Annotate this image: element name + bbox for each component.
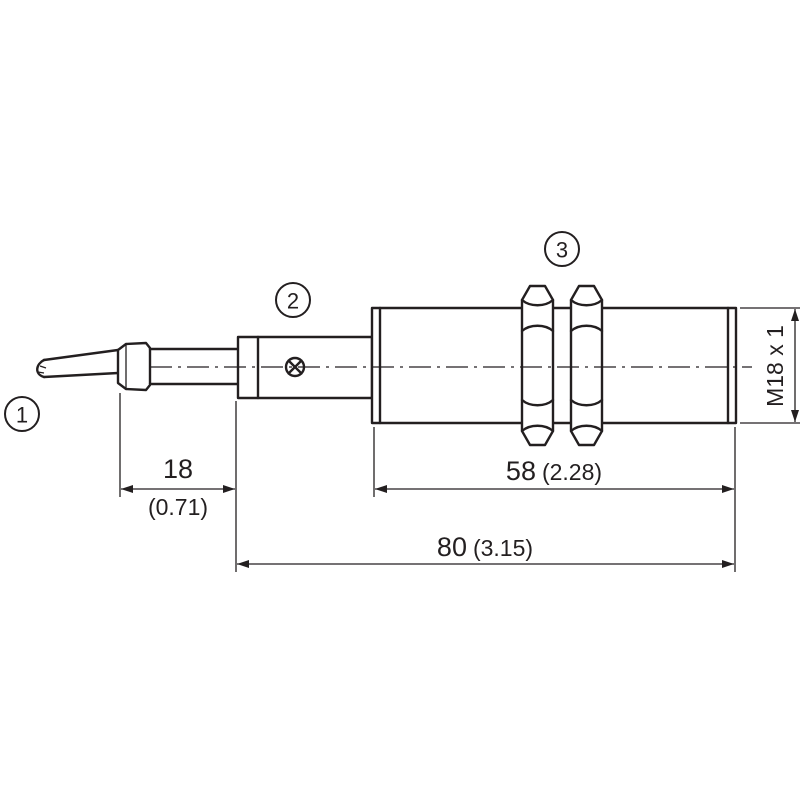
extension-lines [119,307,800,572]
mounting-nut-1 [520,284,555,447]
dim-18-value: 18 [163,454,193,484]
cable-neck [148,347,240,386]
dim-58-label: 58(2.28) [506,456,602,486]
dim-80-label: 80(3.15) [437,532,533,562]
dim-thread-label: M18 x 1 [762,325,788,407]
dim-80-value: 80 [437,532,467,562]
mounting-nut-2 [569,284,604,447]
dim-18-inch: (0.71) [148,494,208,520]
svg-text:1: 1 [16,403,28,428]
cable-sleeve [116,341,152,392]
callout-3: 3 [544,231,580,267]
svg-text:2: 2 [287,289,299,314]
callout-2: 2 [275,282,311,318]
svg-text:3: 3 [556,238,568,263]
dim-58-value: 58 [506,456,536,486]
dim-80-inch: (3.15) [473,535,533,561]
callout-1: 1 [4,396,40,432]
cable [36,348,120,379]
dim-58-inch: (2.28) [542,459,602,485]
